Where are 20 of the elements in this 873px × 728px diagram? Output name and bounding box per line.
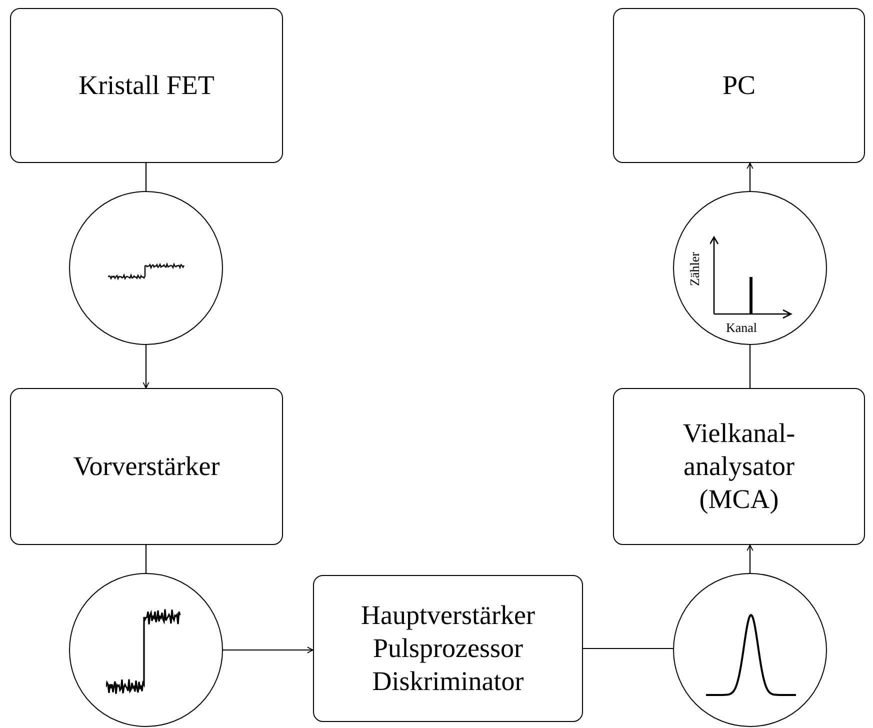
- process-box: [10, 388, 283, 545]
- process-box: [613, 8, 865, 163]
- box-label: Hauptverstärker Pulsprozessor Diskriminator: [360, 599, 536, 698]
- connector-line: [583, 648, 673, 650]
- axis-label: Kanal: [726, 321, 758, 335]
- box-label: Vielkanal- analysator (MCA): [682, 417, 796, 516]
- box-label: Kristall FET: [78, 69, 216, 102]
- arrow: [746, 544, 754, 573]
- arrow: [746, 162, 754, 191]
- arrow: [142, 345, 150, 388]
- connector-line: [145, 545, 147, 573]
- process-box: [313, 575, 583, 722]
- process-box: [10, 8, 283, 163]
- box-label: Vorverstärker: [72, 450, 221, 483]
- arrow: [223, 646, 314, 654]
- connector-line: [145, 163, 147, 191]
- process-box: [613, 388, 865, 545]
- box-label: PC: [721, 69, 757, 102]
- axis-label: Zähler: [688, 252, 702, 286]
- connector-line: [749, 345, 751, 388]
